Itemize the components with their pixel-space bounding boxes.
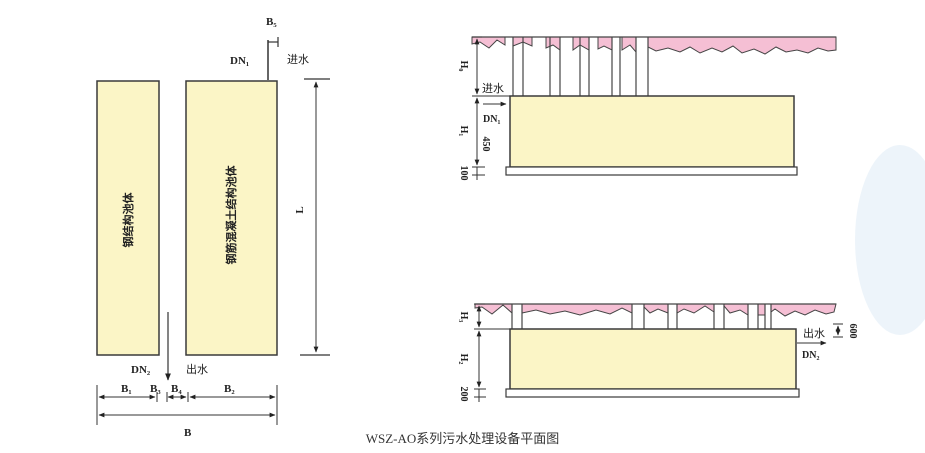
steel-tank-label: 钢结构池体 bbox=[121, 192, 135, 248]
inlet-label: 进水 bbox=[287, 53, 309, 66]
b3-label: B₃ bbox=[150, 383, 161, 395]
tank-body-top bbox=[509, 95, 795, 168]
concrete-tank bbox=[185, 80, 278, 356]
dn2-label: DN₂ bbox=[131, 364, 151, 376]
bottom-dn2-label: DN₂ bbox=[802, 350, 819, 361]
figure-caption: WSZ-AO系列污水处理设备平面图 bbox=[365, 431, 560, 446]
ground-band-bottom bbox=[474, 303, 837, 317]
plan-view: 钢结构池体 钢筋混凝土结构池体 B₅ DN₁ 进水 L DN₂ 出水 B₁ B₃… bbox=[96, 16, 330, 439]
top-inlet-label: 进水 bbox=[482, 82, 504, 95]
tank-body-bottom bbox=[509, 328, 797, 390]
tank-base-top bbox=[505, 166, 798, 176]
b2-label: B₂ bbox=[224, 383, 235, 395]
watermark-shape bbox=[855, 145, 925, 335]
b1-label: B₁ bbox=[121, 383, 132, 395]
length-label: L bbox=[294, 206, 306, 213]
bottom-outlet-label: 出水 bbox=[803, 326, 825, 340]
outlet-label: 出水 bbox=[186, 362, 208, 376]
b5-label: B₅ bbox=[266, 16, 277, 28]
h3-label: H₃ bbox=[458, 312, 469, 323]
ground-band bbox=[471, 36, 837, 55]
dim-200-label: 200 bbox=[458, 387, 469, 402]
h0-label: H₀ bbox=[458, 61, 469, 72]
b-total-label: B bbox=[184, 427, 192, 439]
dim-600-label: 600 bbox=[847, 324, 858, 339]
steel-tank bbox=[96, 80, 160, 356]
top-dn1-label: DN₁ bbox=[483, 114, 500, 125]
dim-450-label: 450 bbox=[480, 137, 491, 152]
tank-base-bottom bbox=[505, 388, 800, 398]
h2-label: H₂ bbox=[458, 354, 469, 365]
elevation-top: H₀ H₁ 450 100 进水 DN₁ bbox=[458, 36, 837, 181]
h1-label: H₁ bbox=[458, 126, 469, 137]
elevation-bottom: H₃ H₂ 200 出水 DN₂ 600 bbox=[458, 303, 858, 402]
b4-label: B₄ bbox=[171, 383, 182, 395]
dim-100-label: 100 bbox=[458, 166, 469, 181]
concrete-tank-label: 钢筋混凝土结构池体 bbox=[224, 165, 238, 265]
dn1-label: DN₁ bbox=[230, 55, 249, 67]
